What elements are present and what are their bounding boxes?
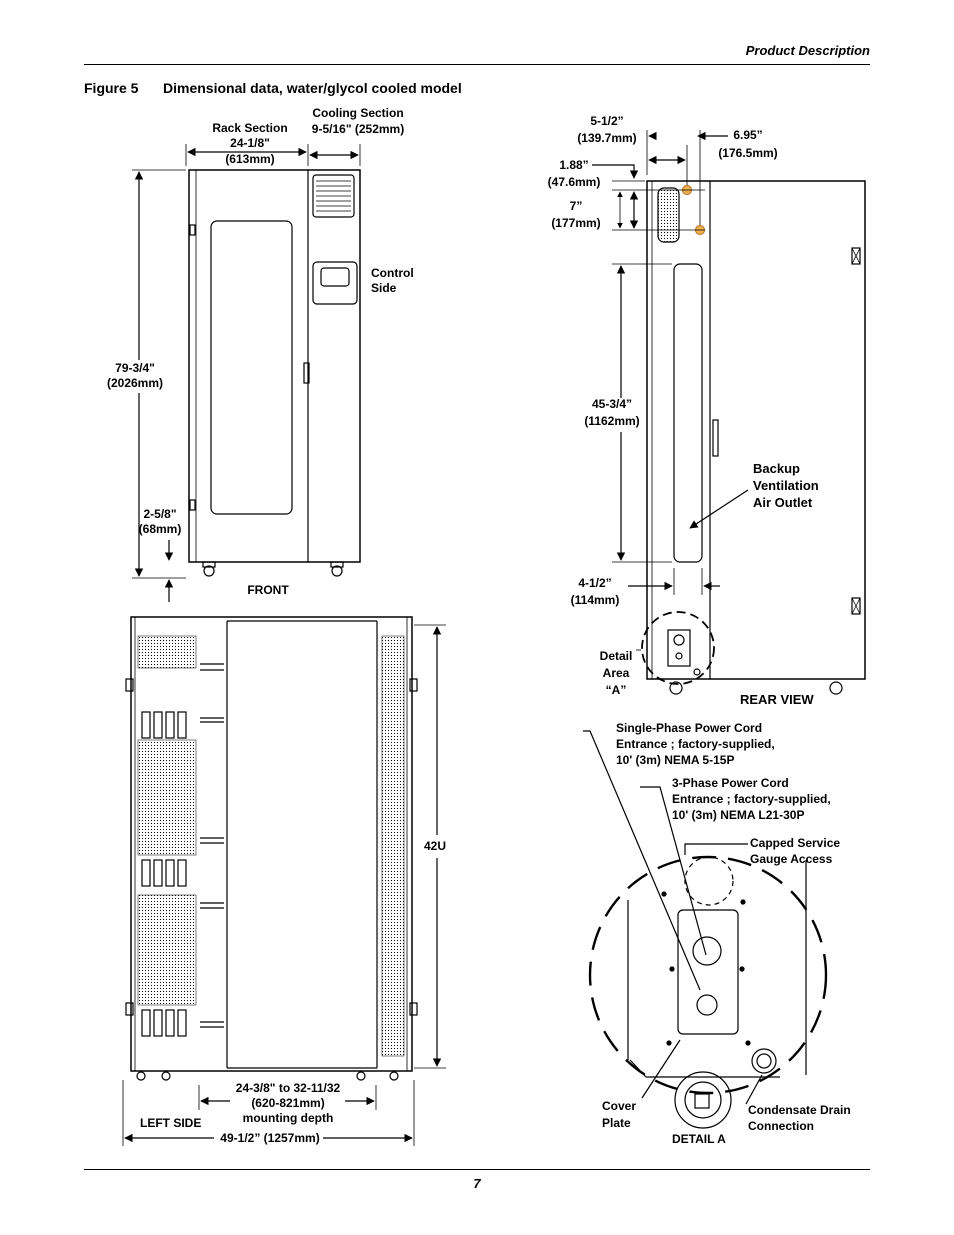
backup-outlet-label: Backup Ventilation Air Outlet xyxy=(753,460,819,511)
dim-c-mm: (47.6mm) xyxy=(547,175,601,189)
height-mm: (2026mm) xyxy=(106,376,164,390)
cooling-section-label: Cooling Section xyxy=(312,106,404,120)
single-phase-line-3: 10' (3m) NEMA 5-15P xyxy=(616,753,735,767)
condensate-drain-line-1: Condensate Drain xyxy=(748,1103,851,1117)
three-phase-line-1: 3-Phase Power Cord xyxy=(672,776,789,790)
height-dimension: 79-3/4" xyxy=(115,361,155,375)
detail-area-line-3: “A” xyxy=(605,683,627,697)
bottom-gap-dimension: 2-5/8" xyxy=(143,507,177,521)
outlet-height-mm: (1162mm) xyxy=(584,414,640,428)
rack-width-dimension: 24-1/8" xyxy=(230,136,270,150)
front-view xyxy=(132,144,361,602)
dim-c: 1.88” xyxy=(559,158,589,172)
bottom-gap-mm: (68mm) xyxy=(138,522,182,536)
gauge-access-line-1: Capped Service xyxy=(750,836,841,850)
left-side-view xyxy=(122,616,446,1146)
detail-a-caption: DETAIL A xyxy=(672,1132,726,1146)
section-header: Product Description xyxy=(745,43,870,58)
backup-outlet-line-2: Ventilation xyxy=(753,478,819,493)
cover-plate-line-1: Cover xyxy=(602,1099,637,1113)
control-side-label: Control Side xyxy=(371,266,414,296)
rear-view xyxy=(592,130,866,695)
three-phase-line-3: 10' (3m) NEMA L21-30P xyxy=(672,808,805,822)
detail-area-line-1: Detail xyxy=(599,649,633,663)
cooling-width-dimension: 9-5/16" (252mm) xyxy=(311,122,405,136)
three-phase-line-2: Entrance ; factory-supplied, xyxy=(672,792,831,806)
single-phase-line-2: Entrance ; factory-supplied, xyxy=(616,737,775,751)
rack-units-label: 42U xyxy=(424,839,447,853)
rack-section-label: Rack Section xyxy=(212,121,288,135)
dim-d-mm: (177mm) xyxy=(551,216,601,230)
page-number: 7 xyxy=(473,1176,481,1191)
detail-a-view xyxy=(583,730,828,1129)
dim-b: 6.95” xyxy=(733,128,763,142)
dim-a: 5-1/2” xyxy=(590,114,624,128)
figure-title: Dimensional data, water/glycol cooled mo… xyxy=(163,80,462,96)
outlet-height-dimension: 45-3/4” xyxy=(591,397,633,411)
header-rule xyxy=(84,64,870,65)
gauge-access-line-2: Gauge Access xyxy=(750,852,833,866)
cover-plate-label: Cover Plate xyxy=(602,1098,636,1132)
backup-outlet-line-3: Air Outlet xyxy=(753,495,813,510)
rear-view-caption: REAR VIEW xyxy=(740,692,814,707)
dim-d: 7” xyxy=(569,199,583,213)
condensate-drain-label: Condensate Drain Connection xyxy=(748,1102,851,1134)
detail-area-line-2: Area xyxy=(602,666,630,680)
three-phase-label: 3-Phase Power Cord Entrance ; factory-su… xyxy=(672,775,831,823)
footer-rule xyxy=(84,1169,870,1170)
gauge-access-label: Capped Service Gauge Access xyxy=(750,835,840,867)
backup-outlet-line-1: Backup xyxy=(753,461,800,476)
mounting-depth-line-1: 24-3/8" to 32-11/32 xyxy=(235,1081,341,1095)
outlet-width-dimension: 4-1/2” xyxy=(578,576,612,590)
left-side-caption: LEFT SIDE xyxy=(140,1116,202,1130)
condensate-drain-line-2: Connection xyxy=(748,1119,814,1133)
rack-width-mm: (613mm) xyxy=(225,152,275,166)
control-side-line-1: Control xyxy=(371,266,414,280)
dim-a-mm: (139.7mm) xyxy=(577,131,637,145)
cover-plate-line-2: Plate xyxy=(602,1116,631,1130)
overall-depth-dimension: 49-1/2” (1257mm) xyxy=(220,1131,320,1145)
figure-number: Figure 5 xyxy=(84,80,139,96)
figure-caption: Figure 5 Dimensional data, water/glycol c… xyxy=(84,80,462,96)
single-phase-label: Single-Phase Power Cord Entrance ; facto… xyxy=(616,720,775,768)
front-caption: FRONT xyxy=(247,583,289,597)
outlet-width-mm: (114mm) xyxy=(570,593,620,607)
single-phase-line-1: Single-Phase Power Cord xyxy=(616,721,763,735)
detail-area-label: Detail Area “A” xyxy=(586,648,646,699)
mounting-depth-line-2: (620-821mm) xyxy=(251,1096,325,1110)
control-side-line-2: Side xyxy=(371,281,397,295)
mounting-depth-line-3: mounting depth xyxy=(242,1111,334,1125)
dim-b-mm: (176.5mm) xyxy=(718,146,778,160)
